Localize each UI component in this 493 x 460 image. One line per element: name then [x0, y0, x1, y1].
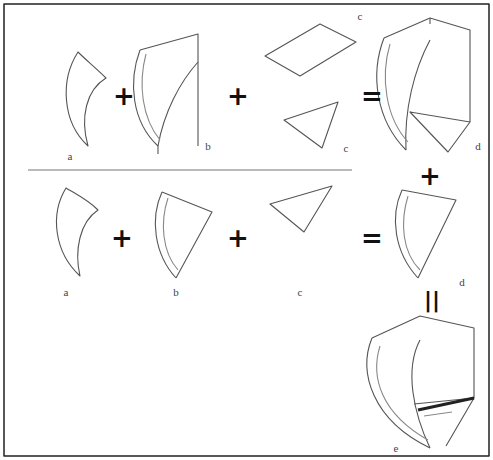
part-letter: a — [64, 287, 69, 298]
surface-d — [377, 18, 470, 152]
frame — [4, 4, 489, 456]
part-letter: b — [173, 287, 179, 298]
operator-symbol: = — [361, 83, 383, 109]
operator-symbol: + — [419, 163, 441, 189]
surface-b — [155, 192, 212, 278]
surface-c-triangle — [284, 102, 338, 148]
operator-symbol: || — [424, 289, 440, 311]
part-letter: d — [475, 141, 481, 152]
operator-symbol: + — [227, 83, 249, 109]
part-letter: e — [394, 443, 399, 454]
part-letter: b — [205, 141, 211, 152]
part-letter: a — [68, 151, 73, 162]
part-letter: c — [298, 287, 303, 298]
surface-c-square — [265, 24, 356, 76]
operator-symbol: = — [361, 225, 383, 251]
surface-d — [395, 190, 456, 278]
part-letter: c — [358, 11, 363, 22]
part-letter: d — [459, 277, 465, 288]
surface-b — [134, 34, 198, 154]
surface-a — [57, 188, 98, 276]
operator-symbol: + — [113, 83, 135, 109]
divider-line — [28, 169, 352, 170]
operator-symbol: + — [111, 225, 133, 251]
operator-symbol: + — [227, 225, 249, 251]
surface-c-triangle — [270, 186, 332, 232]
surface-e — [367, 316, 474, 448]
surface-a — [66, 52, 106, 146]
part-letter: c — [344, 143, 349, 154]
